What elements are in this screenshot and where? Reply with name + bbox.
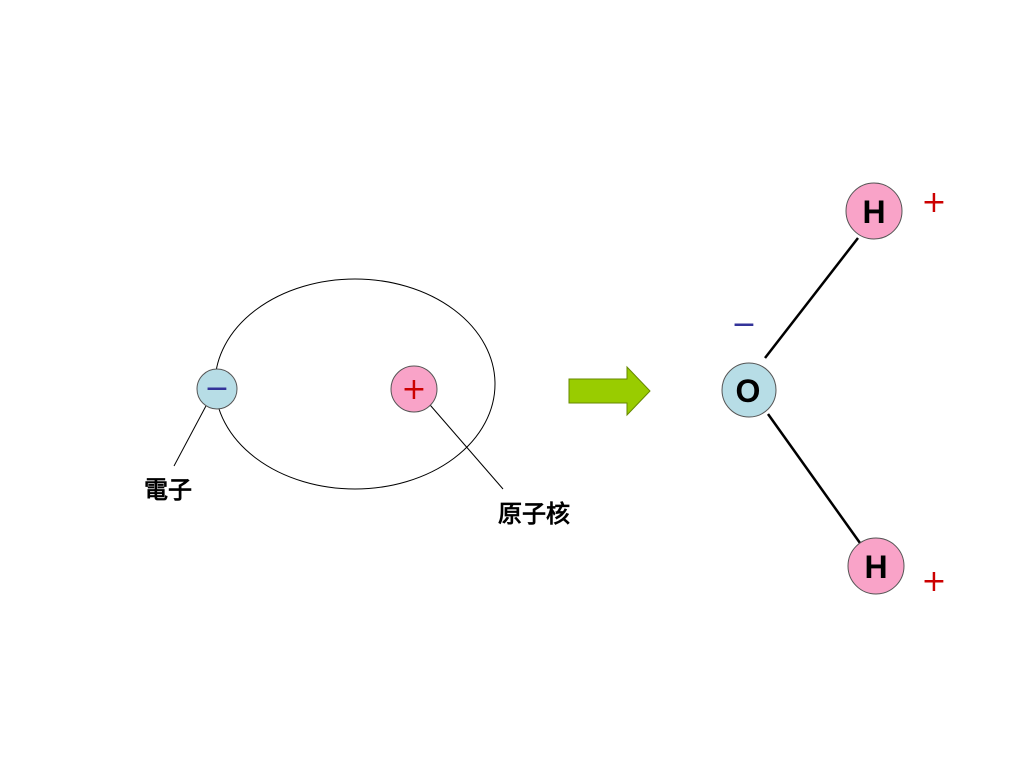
electron-label: 電子 (144, 476, 192, 504)
atom-model: − + 電子 原子核 (144, 278, 570, 528)
electron-orbit (214, 278, 496, 490)
nucleus-label: 原子核 (498, 500, 570, 528)
oxygen-symbol: O (736, 373, 761, 409)
hydrogen-bottom-charge: + (921, 564, 946, 599)
hydrogen-bottom-symbol: H (864, 549, 887, 585)
bond-top (764, 237, 859, 359)
oxygen-charge: − (731, 307, 756, 342)
nucleus (390, 365, 438, 413)
water-molecule: O − H + H + (721, 182, 947, 599)
nucleus-sign: + (401, 372, 426, 407)
hydrogen-top-charge: + (921, 185, 946, 220)
electron-sign: − (204, 371, 229, 406)
bond-bottom (766, 413, 862, 544)
hydrogen-atom-top (845, 182, 903, 240)
oxygen-atom (721, 362, 777, 418)
nucleus-leader-line (423, 397, 504, 490)
electron-leader-line (173, 403, 208, 467)
hydrogen-atom-bottom (847, 537, 905, 595)
right-arrow-icon (568, 365, 651, 417)
hydrogen-top-symbol: H (862, 194, 885, 230)
electron (196, 368, 238, 410)
